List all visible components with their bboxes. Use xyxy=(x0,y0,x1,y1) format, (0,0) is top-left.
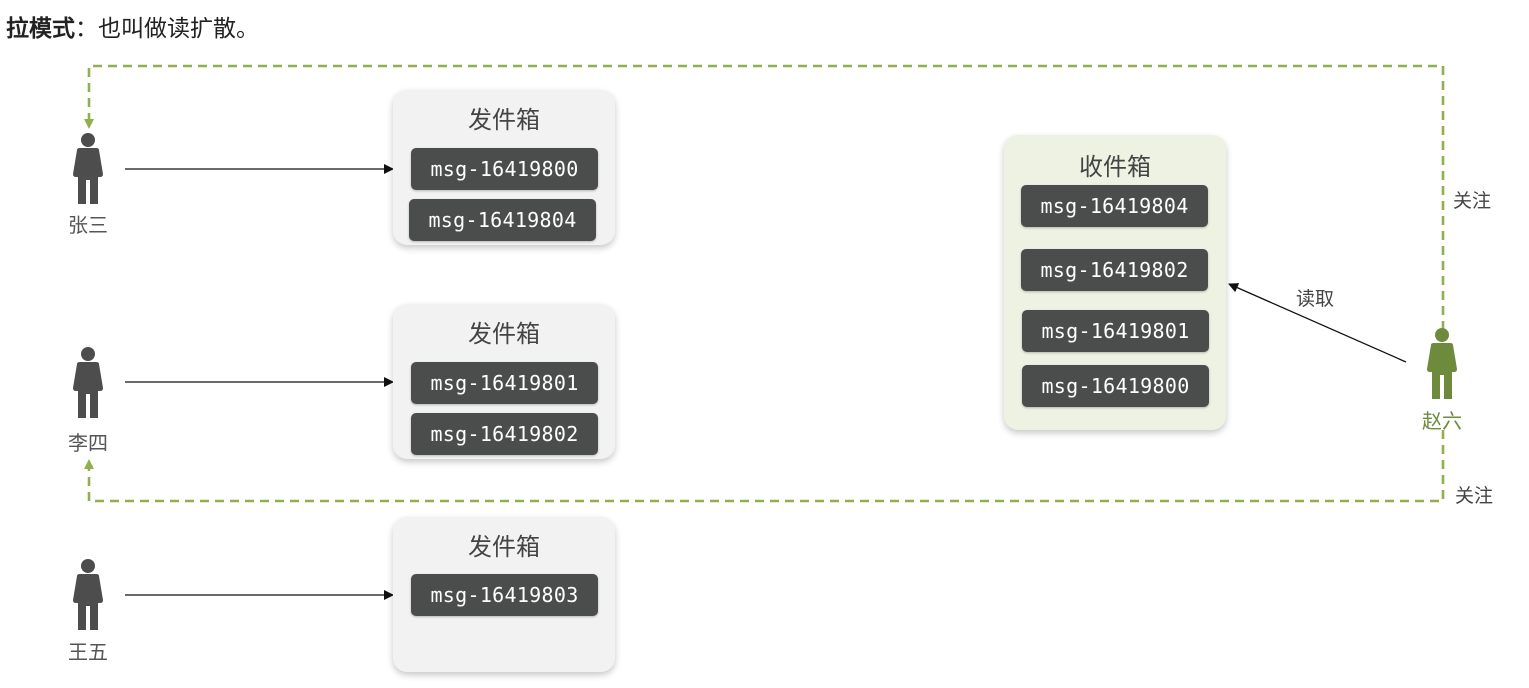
message-item: msg-16419801 xyxy=(1022,310,1209,352)
message-item: msg-16419804 xyxy=(409,199,596,241)
follow-label-top: 关注 xyxy=(1453,190,1492,212)
inbox-title: 收件箱 xyxy=(1079,153,1151,181)
person-label-zhaoliu: 赵六 xyxy=(1422,409,1462,433)
outbox-title: 发件箱 xyxy=(468,533,540,561)
message-item: msg-16419804 xyxy=(1021,185,1208,227)
outbox-lisi: 发件箱 msg-16419801 msg-16419802 xyxy=(393,304,615,459)
message-item: msg-16419802 xyxy=(411,413,598,455)
heading-bold: 拉模式 xyxy=(6,16,75,42)
outbox-zhangsan: 发件箱 msg-16419800 msg-16419804 xyxy=(393,90,615,245)
message-item: msg-16419801 xyxy=(411,362,598,404)
person-label-lisi: 李四 xyxy=(68,431,108,455)
follow-label-bottom: 关注 xyxy=(1455,485,1494,507)
message-item: msg-16419802 xyxy=(1021,249,1208,291)
message-item: msg-16419803 xyxy=(411,574,598,616)
person-zhangsan-icon xyxy=(73,133,103,204)
person-zhaoliu-icon xyxy=(1427,328,1457,399)
follow-line-bottom xyxy=(84,430,1445,503)
person-wangwu-icon xyxy=(73,559,103,630)
outbox-wangwu: 发件箱 msg-16419803 xyxy=(393,517,615,672)
heading-rest: ：也叫做读扩散。 xyxy=(75,16,259,42)
follow-line-top xyxy=(84,64,1445,330)
read-label: 读取 xyxy=(1296,288,1335,310)
person-label-wangwu: 王五 xyxy=(68,640,108,664)
inbox-zhaoliu: 收件箱 msg-16419804 msg-16419802 msg-164198… xyxy=(1004,135,1226,430)
message-item: msg-16419800 xyxy=(411,148,598,190)
message-item: msg-16419800 xyxy=(1022,365,1209,407)
outbox-title: 发件箱 xyxy=(468,106,540,134)
person-label-zhangsan: 张三 xyxy=(68,213,108,237)
arrow-read-inbox xyxy=(1228,283,1407,363)
person-lisi-icon xyxy=(73,347,103,418)
outbox-title: 发件箱 xyxy=(468,320,540,348)
page-heading: 拉模式：也叫做读扩散。 xyxy=(6,12,259,46)
